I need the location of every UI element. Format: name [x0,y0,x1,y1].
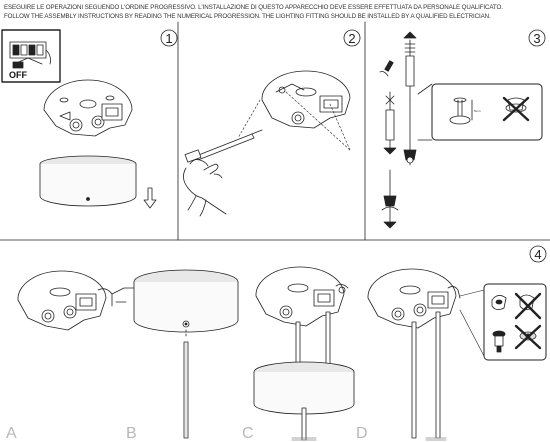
instructions-header: ESEGUIRE LE OPERAZIONI SEGUENDO L'ORDINE… [4,3,546,21]
sub-step-b-label: B [126,425,137,442]
crossed-out-icon [502,96,530,122]
step-4-marker: 4 [529,245,547,263]
step-3-number: 3 [533,31,540,46]
cables-step-4d [411,311,447,441]
detail-callout-step-4 [483,283,547,361]
lamp-shade-step-4b [133,269,239,339]
crossed-out-icon [514,324,542,350]
connector-icon [491,295,507,310]
hand-icon [183,159,227,217]
screwdriver-icon [184,129,263,163]
lamp-shade-step-4c [253,361,355,441]
instructions-line-italian: ESEGUIRE LE OPERAZIONI SEGUENDO L'ORDINE… [4,4,503,11]
lamp-shade-step-1 [39,155,137,207]
cable-icon [183,341,189,439]
dimension-text: 5mm [474,109,481,113]
sub-step-d-label: D [356,425,368,442]
ceiling-plate-step-1 [43,79,133,137]
panel-dividers [0,21,550,241]
instructions-line-english: FOLLOW THE ASSEMBLY INSTRUCTIONS BY READ… [4,13,491,20]
ceiling-plate-step-4c [255,266,349,327]
terminal-icon [492,330,506,353]
down-arrow-icon [143,187,157,209]
ceiling-plate-step-2 [261,70,351,129]
step-2-marker: 2 [343,29,361,47]
step-3-marker: 3 [528,29,546,47]
step-4-number: 4 [534,247,541,262]
guide-lines-step-2 [237,91,351,151]
screw-anchor-icon [403,99,417,166]
wall-plug-icon-2 [383,91,397,155]
off-label: OFF [9,70,27,80]
step-1-number: 1 [165,31,172,46]
sub-step-c-label: C [242,425,254,442]
ceiling-plate-step-4d [367,268,461,329]
guide-line-step-4d [459,289,485,357]
breaker-switch-icon: OFF [1,29,61,83]
ceiling-plate-step-4a [17,270,135,331]
detail-callout: 5mm [417,83,543,141]
ceiling-plate-icon: 5mm [449,97,481,125]
sub-step-a-label: A [6,425,17,442]
wall-plug-icon [379,31,417,101]
step-1-marker: 1 [160,29,178,47]
screw-anchor-icon-2 [381,169,399,229]
step-2-number: 2 [348,31,355,46]
crossed-out-icon [514,292,542,320]
